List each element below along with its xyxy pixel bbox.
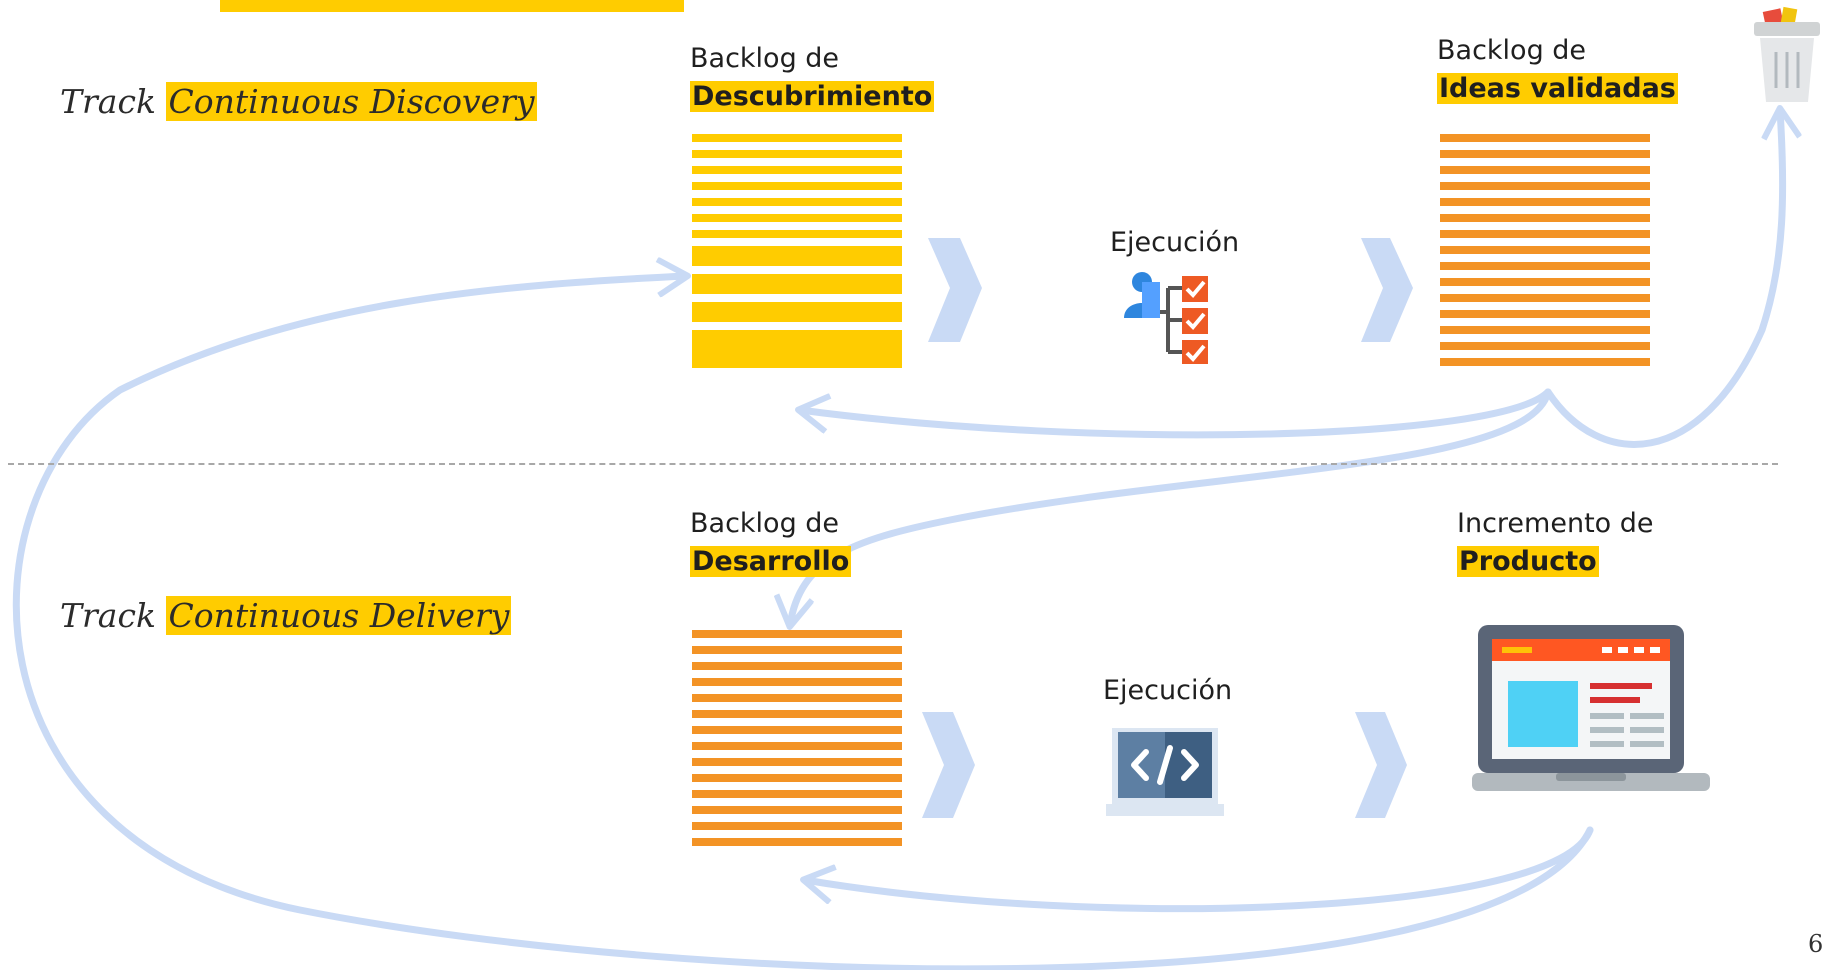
backlog-item	[692, 182, 902, 190]
backlog-item	[692, 230, 902, 238]
backlog-item	[692, 822, 902, 830]
discovery-execution-label: Ejecución	[1110, 227, 1240, 258]
arrow-validated-to-development	[790, 388, 1552, 625]
page-number: 6	[1808, 930, 1824, 958]
backlog-item	[1440, 262, 1650, 270]
backlog-item	[1440, 326, 1650, 334]
backlog-item	[692, 758, 902, 766]
backlog-item	[1440, 246, 1650, 254]
backlog-item	[692, 274, 902, 294]
track-divider	[8, 463, 1778, 465]
backlog-item	[1440, 342, 1650, 350]
development-backlog	[692, 630, 902, 846]
backlog-item	[692, 662, 902, 670]
block-arrow-discovery-2	[1361, 238, 1413, 342]
development-backlog-title: Backlog de Desarrollo	[690, 505, 852, 581]
backlog-item	[692, 678, 902, 686]
backlog-item	[1440, 134, 1650, 142]
backlog-item	[692, 302, 902, 322]
slide-title-highlight	[220, 0, 684, 12]
discovery-backlog-label: Backlog de	[690, 43, 840, 74]
delivery-execution-label: Ejecución	[1103, 675, 1233, 706]
code-monitor-icon	[1106, 728, 1224, 818]
track-delivery-label: Track Continuous Delivery	[60, 596, 512, 635]
discovery-backlog	[692, 134, 902, 368]
backlog-item	[692, 646, 902, 654]
backlog-item	[1440, 150, 1650, 158]
backlog-item	[1440, 198, 1650, 206]
backlog-item	[692, 134, 902, 142]
track-delivery-prefix: Track	[60, 596, 156, 635]
track-discovery-label: Track Continuous Discovery	[60, 82, 537, 121]
arrow-product-to-discovery	[12, 276, 1594, 970]
block-arrow-delivery-2	[1355, 712, 1407, 818]
backlog-item	[1440, 214, 1650, 222]
backlog-item	[692, 710, 902, 718]
backlog-item	[692, 330, 902, 368]
backlog-item	[692, 198, 902, 206]
backlog-item	[692, 214, 902, 222]
block-arrow-delivery-1	[922, 712, 975, 818]
backlog-item	[1440, 358, 1650, 366]
laptop-website-icon	[1472, 625, 1710, 797]
arrow-validated-to-trash	[1544, 110, 1783, 448]
slide-title	[0, 0, 684, 20]
arrow-product-to-development	[805, 826, 1594, 913]
backlog-item	[1440, 182, 1650, 190]
backlog-item	[692, 806, 902, 814]
validated-backlog	[1440, 134, 1650, 366]
trash-bin-icon	[1752, 6, 1822, 104]
backlog-item	[692, 150, 902, 158]
backlog-item	[692, 774, 902, 782]
product-title: Incremento de Producto	[1457, 505, 1654, 581]
backlog-item	[692, 694, 902, 702]
backlog-item	[692, 790, 902, 798]
track-discovery-prefix: Track	[60, 82, 156, 121]
development-backlog-name: Desarrollo	[690, 546, 852, 577]
arrow-validated-to-discovery	[800, 388, 1552, 439]
user-checklist-icon	[1120, 268, 1220, 364]
validated-backlog-label: Backlog de	[1437, 35, 1587, 66]
backlog-item	[692, 726, 902, 734]
backlog-item	[692, 838, 902, 846]
backlog-item	[1440, 166, 1650, 174]
development-backlog-label: Backlog de	[690, 508, 840, 539]
track-delivery-name: Continuous Delivery	[166, 596, 512, 635]
backlog-item	[1440, 230, 1650, 238]
backlog-item	[1440, 310, 1650, 318]
product-name: Producto	[1457, 546, 1599, 577]
backlog-item	[692, 742, 902, 750]
track-discovery-name: Continuous Discovery	[166, 82, 537, 121]
backlog-item	[692, 166, 902, 174]
backlog-item	[1440, 294, 1650, 302]
discovery-backlog-name: Descubrimiento	[690, 81, 935, 112]
discovery-backlog-title: Backlog de Descubrimiento	[690, 40, 935, 116]
validated-backlog-title: Backlog de Ideas validadas	[1437, 32, 1678, 108]
backlog-item	[692, 246, 902, 266]
product-label: Incremento de	[1457, 508, 1654, 539]
backlog-item	[692, 630, 902, 638]
validated-backlog-name: Ideas validadas	[1437, 73, 1678, 104]
backlog-item	[1440, 278, 1650, 286]
block-arrow-discovery-1	[928, 238, 982, 342]
